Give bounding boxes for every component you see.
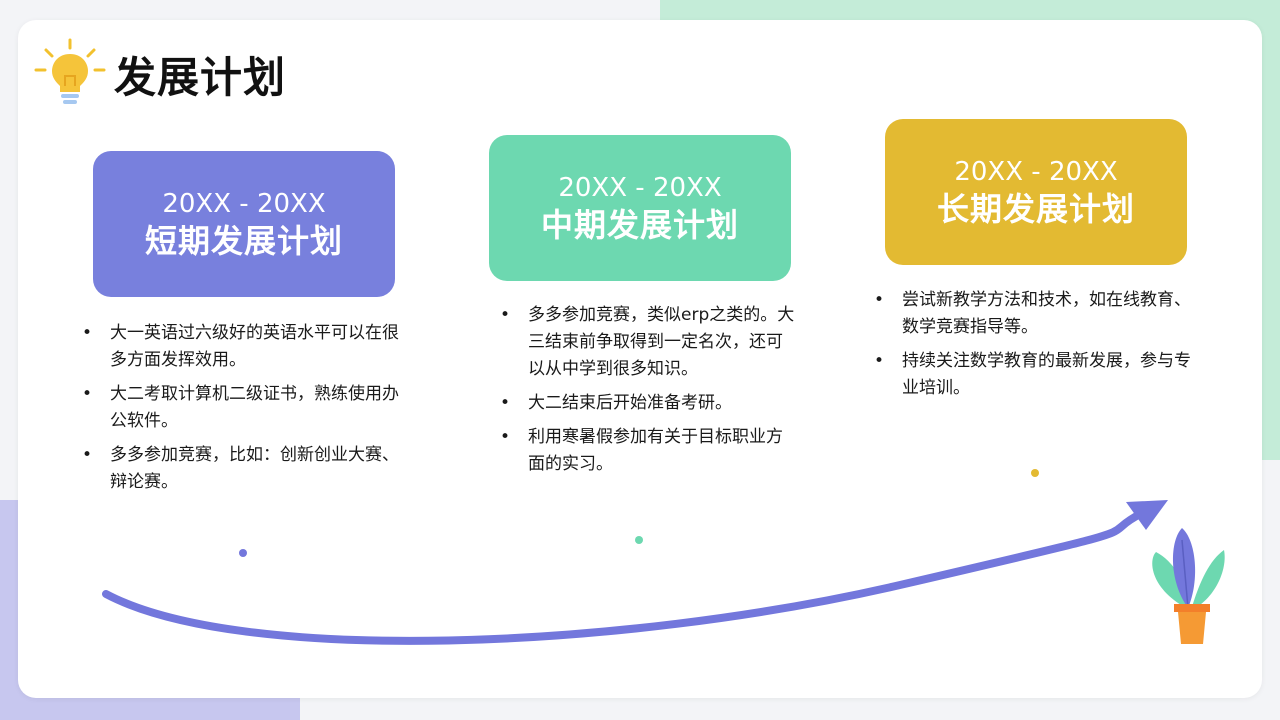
list-item: • 尝试新教学方法和技术，如在线教育、数学竞赛指导等。	[872, 287, 1192, 341]
bullet-icon: •	[500, 305, 511, 325]
bullet-icon: •	[500, 427, 511, 447]
list-item-text: 利用寒暑假参加有关于目标职业方面的实习。	[528, 427, 783, 474]
lightbulb-icon	[34, 38, 106, 104]
list-item-text: 持续关注数学教育的最新发展，参与专业培训。	[902, 351, 1191, 398]
list-item-text: 大二结束后开始准备考研。	[528, 393, 732, 413]
list-item-text: 多多参加竞赛，比如：创新创业大赛、辩论赛。	[110, 445, 399, 492]
stage-list-mid-term: • 多多参加竞赛，类似erp之类的。大三结束前争取得到一定名次，还可以从中学到很多…	[498, 302, 798, 485]
list-item-text: 大二考取计算机二级证书，熟练使用办公软件。	[110, 384, 399, 431]
stage-period: 20XX - 20XX	[558, 173, 722, 203]
list-item: • 利用寒暑假参加有关于目标职业方面的实习。	[498, 424, 798, 478]
stage-box-long-term: 20XX - 20XX 长期发展计划	[885, 119, 1187, 265]
bullet-icon: •	[874, 351, 885, 371]
stage-name: 中期发展计划	[540, 206, 739, 244]
stage-period: 20XX - 20XX	[954, 157, 1118, 187]
list-item: • 大二结束后开始准备考研。	[498, 390, 798, 417]
bullet-icon: •	[874, 290, 885, 310]
bullet-icon: •	[82, 323, 93, 343]
stage-box-short-term: 20XX - 20XX 短期发展计划	[93, 151, 395, 297]
list-item: • 多多参加竞赛，类似erp之类的。大三结束前争取得到一定名次，还可以从中学到很多…	[498, 302, 798, 383]
bullet-icon: •	[82, 384, 93, 404]
stage-period: 20XX - 20XX	[162, 189, 326, 219]
list-item-text: 尝试新教学方法和技术，如在线教育、数学竞赛指导等。	[902, 290, 1191, 337]
bullet-icon: •	[82, 445, 93, 465]
list-item: • 大二考取计算机二级证书，熟练使用办公软件。	[80, 381, 400, 435]
list-item: • 多多参加竞赛，比如：创新创业大赛、辩论赛。	[80, 442, 400, 496]
stage-name: 长期发展计划	[936, 190, 1135, 228]
list-item: • 大一英语过六级好的英语水平可以在很多方面发挥效用。	[80, 320, 400, 374]
stage-box-mid-term: 20XX - 20XX 中期发展计划	[489, 135, 791, 281]
stage-list-long-term: • 尝试新教学方法和技术，如在线教育、数学竞赛指导等。 • 持续关注数学教育的最新发…	[872, 287, 1192, 409]
stage-name: 短期发展计划	[144, 222, 343, 260]
list-item-text: 大一英语过六级好的英语水平可以在很多方面发挥效用。	[110, 323, 399, 370]
list-item: • 持续关注数学教育的最新发展，参与专业培训。	[872, 348, 1192, 402]
stage-list-short-term: • 大一英语过六级好的英语水平可以在很多方面发挥效用。 • 大二考取计算机二级证书，…	[80, 320, 400, 503]
list-item-text: 多多参加竞赛，类似erp之类的。大三结束前争取得到一定名次，还可以从中学到很多知…	[528, 305, 795, 379]
page-title: 发展计划	[114, 53, 287, 102]
bullet-icon: •	[500, 393, 511, 413]
